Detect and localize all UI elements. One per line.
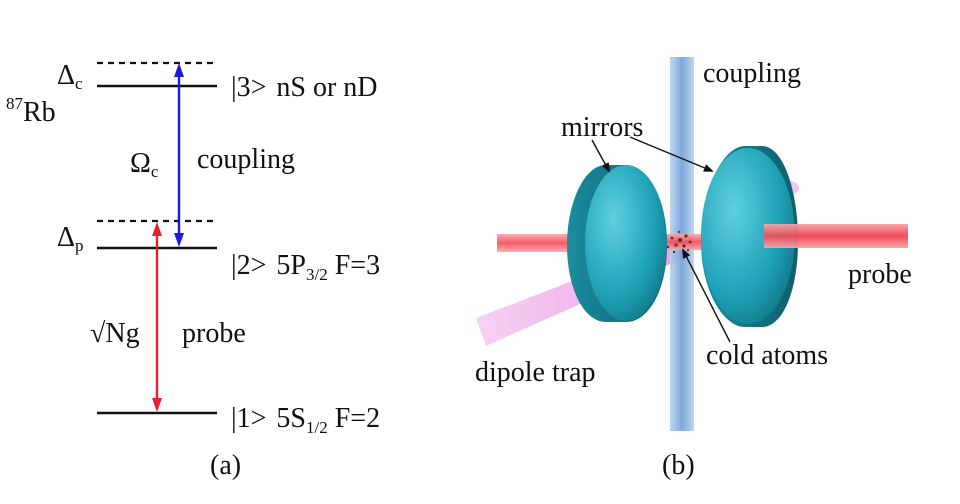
cold-atoms-label: cold atoms — [706, 340, 828, 371]
cold-atoms-cloud — [666, 230, 692, 254]
coupling-name-label: coupling — [197, 144, 295, 175]
probe-coupling-label: √Ng — [90, 318, 140, 349]
cold-atoms-pointer — [682, 248, 731, 343]
coupling-rabi-label: Ωc — [130, 148, 159, 181]
panel-b-label: (b) — [662, 450, 695, 481]
left-mirror — [567, 165, 667, 322]
dipole-trap-label: dipole trap — [475, 357, 596, 388]
probe-beam-left — [497, 234, 577, 252]
coupling-detuning-label: Δc — [57, 60, 83, 93]
probe-name-label: probe — [182, 318, 246, 349]
level-2-label: |2>5P3/2 F=3 — [231, 250, 380, 284]
right-mirror — [701, 146, 798, 327]
mirrors-pointer-left — [591, 139, 610, 173]
setup-illustration: coupling mirrors probe dipole trap cold … — [475, 57, 912, 481]
mirrors-label: mirrors — [561, 112, 643, 143]
level-1-label: |1>5S1/2 F=2 — [231, 403, 380, 437]
level-scheme: 87Rb Δc Δp |3>nS or nD |2>5P3/2 F=3 |1>5… — [6, 60, 380, 481]
probe-beam-front — [764, 224, 908, 248]
panel-a-label: (a) — [210, 450, 241, 481]
probe-beam-label: probe — [848, 259, 912, 290]
atom-label: 87Rb — [6, 94, 56, 128]
level-3-label: |3>nS or nD — [231, 72, 378, 103]
mirrors-pointer-right — [629, 136, 714, 172]
probe-detuning-label: Δp — [57, 222, 84, 255]
coupling-beam-label: coupling — [703, 58, 801, 89]
